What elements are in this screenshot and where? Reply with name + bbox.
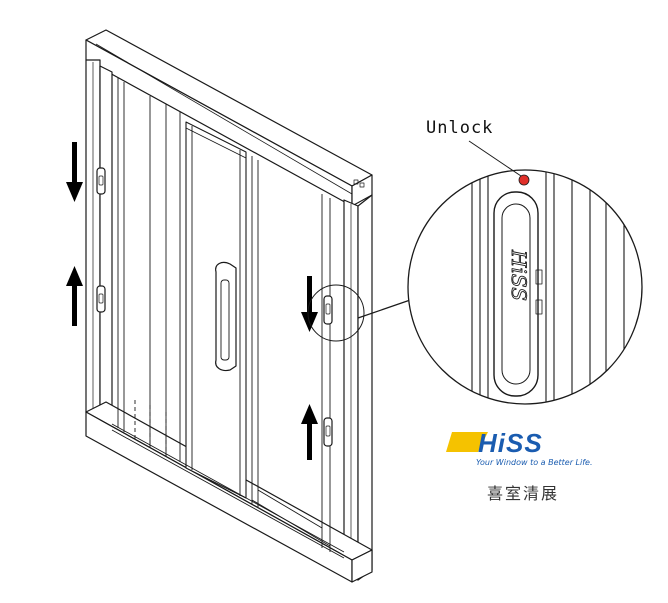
- right-stile-up-arrow: [301, 404, 318, 460]
- right-latches: [323, 295, 333, 447]
- brand-swoosh-icon: [446, 432, 488, 452]
- brand-wordmark: HiSS: [478, 428, 543, 458]
- unlock-indicator-dot: [518, 174, 530, 186]
- left-stile-up-arrow: [66, 266, 83, 326]
- screen-panels: [111, 78, 345, 559]
- brand-tagline: Your Window to a Better Life.: [476, 458, 593, 467]
- latch-embossed-logo: HiSS: [507, 249, 531, 301]
- left-latches: [96, 167, 106, 313]
- outer-frame: [85, 29, 373, 583]
- brand-chinese-name: 喜室清展: [487, 484, 560, 503]
- unlock-callout-label: Unlock: [426, 118, 494, 138]
- brand-logo: HiSS: [446, 428, 543, 458]
- left-stile-down-arrow: [66, 142, 83, 202]
- magnified-detail-view: HiSS: [407, 140, 643, 405]
